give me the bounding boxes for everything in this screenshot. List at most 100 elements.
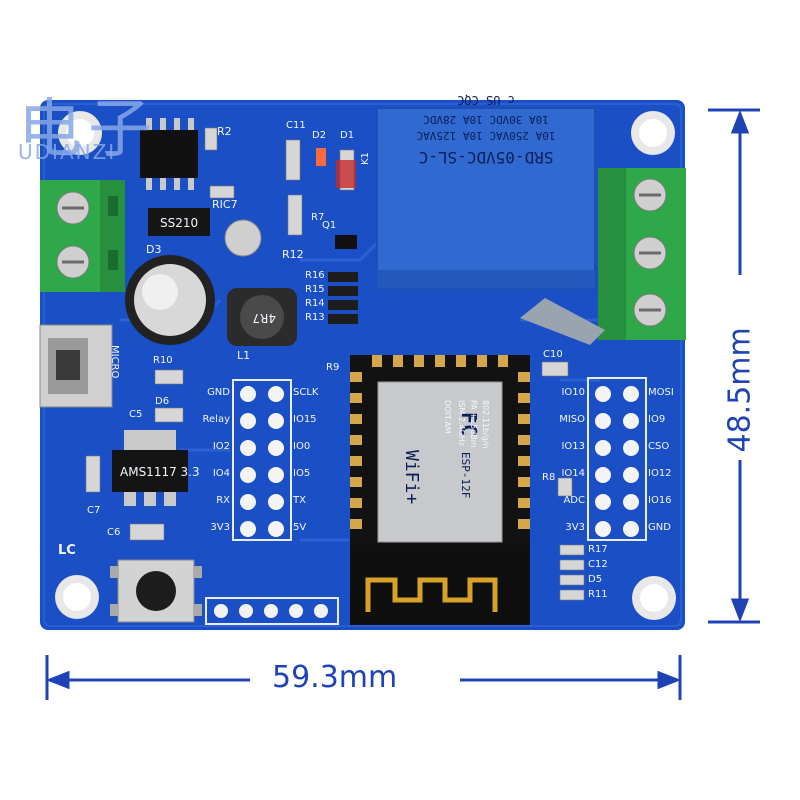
right-header-label: 3V3	[565, 522, 585, 533]
silk-r15: R15	[305, 284, 325, 295]
header-pin	[595, 440, 611, 456]
left-header-label: SCLK	[293, 387, 319, 398]
relay	[376, 107, 596, 289]
esp-label-group: FC WiFi+ ESP-12F	[401, 412, 481, 504]
silk-r8: R8	[542, 472, 556, 483]
relay-pin	[520, 298, 605, 345]
left-header-label: IO15	[293, 414, 317, 425]
silk-r14: R14	[305, 298, 325, 309]
esp-pad	[350, 393, 362, 403]
mounting-hole-tr	[631, 111, 675, 155]
silk-c12: C12	[588, 559, 608, 570]
header-pin	[595, 494, 611, 510]
left-header-label: 3V3	[210, 522, 230, 533]
left-header-label: GND	[207, 387, 230, 398]
relay-model: SRD-05VDC-SL-C	[419, 148, 554, 167]
diode-mark: SS210	[160, 216, 198, 230]
right-header-label: CSO	[648, 441, 670, 452]
esp-pad	[518, 456, 530, 466]
smd-parts	[85, 127, 585, 601]
silk-r13: R13	[305, 312, 325, 323]
esp-pad	[350, 519, 362, 529]
silk-r10: R10	[153, 355, 173, 366]
header-pin	[595, 413, 611, 429]
left-header-label: IO4	[212, 468, 230, 479]
header-pin	[268, 467, 284, 483]
silk-c7: C7	[87, 505, 101, 516]
ldo-regulator	[112, 430, 188, 506]
esp-wifi-module	[350, 355, 530, 625]
silk-d1: D1	[340, 130, 355, 141]
header-pin	[623, 494, 639, 510]
header-pin	[623, 386, 639, 402]
left-header-label: IO0	[293, 441, 311, 452]
right-header-label: IO10	[561, 387, 585, 398]
esp-model: ESP-12F	[459, 452, 472, 498]
header-pin	[268, 440, 284, 456]
silk-l1: L1	[237, 349, 251, 362]
resistor-array	[328, 272, 358, 324]
esp-pad	[518, 414, 530, 424]
header-pin	[240, 413, 256, 429]
right-header-pins	[595, 386, 639, 537]
esp-pad	[518, 498, 530, 508]
esp-pad	[350, 414, 362, 424]
left-header-label: TX	[293, 495, 306, 506]
silk-d2: D2	[312, 130, 327, 141]
silk-r12: R12	[282, 248, 304, 261]
left-header-label: IO5	[293, 468, 311, 479]
header-pin	[268, 521, 284, 537]
esp-pad	[414, 355, 424, 367]
silk-d5: D5	[588, 574, 603, 585]
right-header-label: MISO	[559, 414, 585, 425]
mounting-hole-tl	[58, 111, 102, 155]
silk-c6: C6	[107, 527, 121, 538]
relay-text: SRD-05VDC-SL-C 10A 250VAC 10A 125VAC 10A…	[416, 93, 555, 167]
esp-pad	[350, 477, 362, 487]
left-header	[232, 379, 292, 541]
header-pin	[268, 413, 284, 429]
silk-r11: R11	[588, 589, 608, 600]
transistor-q1	[335, 235, 357, 249]
right-header-label: IO13	[561, 441, 585, 452]
header-pin	[240, 521, 256, 537]
esp-pad	[518, 372, 530, 382]
esp-pad	[350, 456, 362, 466]
esp-pad	[518, 519, 530, 529]
header-pin	[240, 467, 256, 483]
esp-wifi-logo: WiFi+	[401, 450, 422, 504]
left-header-label: IO2	[212, 441, 230, 452]
esp-pad	[456, 355, 466, 367]
watermark-text: UDIANZI	[18, 140, 117, 164]
esp-pad	[498, 355, 508, 367]
header-pin	[595, 386, 611, 402]
silk-c11: C11	[286, 120, 306, 131]
esp-pad	[350, 372, 362, 382]
bottom-header	[205, 597, 339, 625]
left-header-pins	[240, 386, 284, 537]
silk-r17: R17	[588, 544, 608, 555]
header-pin	[268, 494, 284, 510]
esp-pad	[393, 355, 403, 367]
inductor	[227, 288, 297, 346]
left-header-label: RX	[216, 495, 230, 506]
silk-q1: Q1	[322, 220, 337, 231]
mounting-hole-br	[632, 576, 676, 620]
ldo-mark: AMS1117 3.3	[120, 465, 200, 479]
width-dimension: 59.3mm	[272, 660, 398, 695]
relay-rating-1: 10A 250VAC 10A 125VAC	[416, 129, 555, 142]
esp-pad	[518, 477, 530, 487]
mounting-hole-bl	[55, 575, 99, 619]
ic-chip	[140, 118, 198, 190]
header-pin	[268, 386, 284, 402]
right-header-label: GND	[648, 522, 671, 533]
header-pin	[240, 386, 256, 402]
led-d2	[316, 148, 326, 166]
esp-pad	[477, 355, 487, 367]
right-header-label: ADC	[563, 495, 585, 506]
diode-d1	[336, 160, 356, 188]
header-pin	[623, 521, 639, 537]
header-pin	[240, 440, 256, 456]
micro-usb-port	[39, 324, 113, 408]
